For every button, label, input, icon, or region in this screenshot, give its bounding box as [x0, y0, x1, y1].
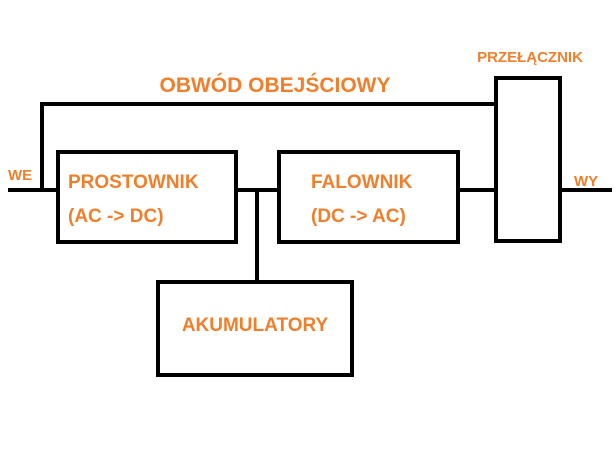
rectifier-label-line1: PROSTOWNIK — [68, 172, 199, 193]
output-label: WY — [574, 173, 598, 190]
rectifier-block — [56, 150, 238, 244]
switch-label: PRZEŁĄCZNIK — [477, 49, 583, 66]
input-label: WE — [8, 167, 32, 184]
bypass-circuit-label: OBWÓD OBEJŚCIOWY — [159, 73, 390, 97]
inverter-label-line2: (DC -> AC) — [311, 206, 406, 227]
inverter-block — [277, 150, 460, 244]
battery-block — [156, 280, 354, 377]
battery-label: AKUMULATORY — [182, 315, 329, 336]
bypass-circuit-wire — [40, 102, 496, 190]
inverter-label-line1: FALOWNIK — [311, 172, 413, 193]
rectifier-label-line2: (AC -> DC) — [68, 206, 164, 227]
switch-block — [494, 76, 562, 243]
